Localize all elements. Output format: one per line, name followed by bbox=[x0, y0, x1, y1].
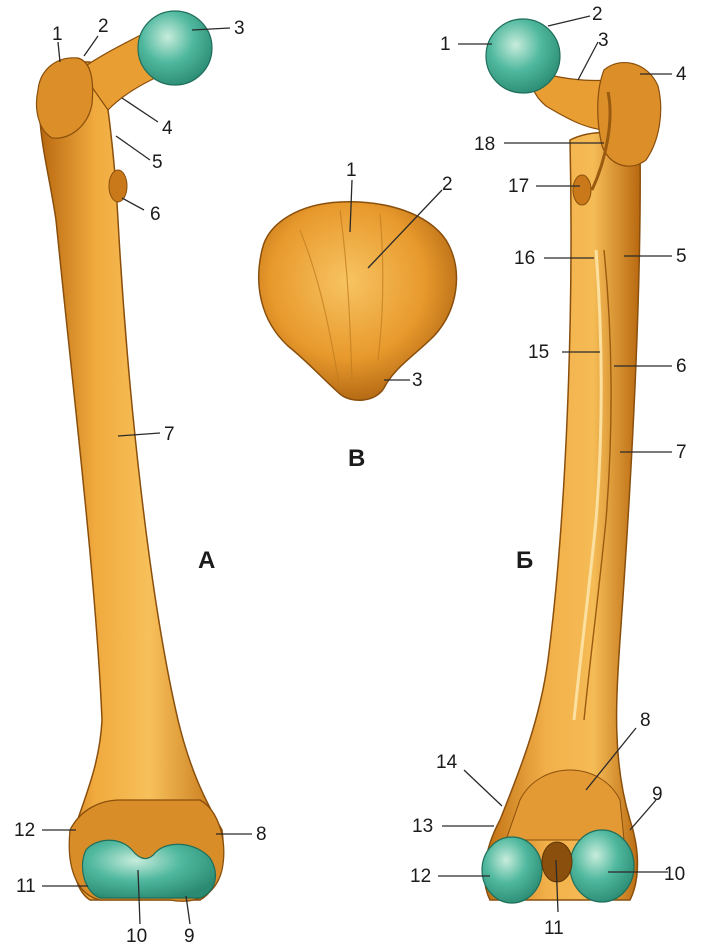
label-a-2: 2 bbox=[98, 16, 109, 37]
panel-letter-v: В bbox=[348, 445, 365, 472]
label-b-8: 8 bbox=[640, 710, 651, 731]
femur-a-lesser-trochanter bbox=[109, 170, 127, 202]
label-v-3: 3 bbox=[412, 370, 423, 391]
femur-b-head bbox=[486, 19, 560, 93]
label-b-12: 12 bbox=[410, 866, 431, 887]
label-b-14: 14 bbox=[436, 752, 458, 773]
label-b-17: 17 bbox=[508, 176, 529, 197]
label-b-7: 7 bbox=[676, 442, 687, 463]
femur-b-lesser-trochanter bbox=[573, 175, 591, 205]
panel-letter-b: Б bbox=[516, 547, 533, 574]
label-b-5: 5 bbox=[676, 246, 687, 267]
femur-a-shaft bbox=[40, 62, 223, 900]
label-a-7: 7 bbox=[164, 424, 175, 445]
label-v-1: 1 bbox=[346, 160, 357, 181]
label-b-6: 6 bbox=[676, 356, 687, 377]
label-a-10: 10 bbox=[126, 926, 147, 946]
patella-view bbox=[259, 180, 457, 400]
femur-anterior-view bbox=[37, 11, 224, 901]
label-a-3: 3 bbox=[234, 18, 245, 39]
panel-letter-a: А bbox=[198, 547, 215, 574]
label-b-2: 2 bbox=[592, 4, 603, 25]
label-b-15: 15 bbox=[528, 342, 549, 363]
femur-posterior-view bbox=[482, 19, 661, 903]
patella bbox=[259, 202, 457, 400]
femur-b-medial-condyle bbox=[482, 837, 542, 903]
label-b-13: 13 bbox=[412, 816, 433, 837]
femur-a-head bbox=[138, 11, 212, 85]
label-b-1: 1 bbox=[440, 34, 451, 55]
label-a-6: 6 bbox=[150, 204, 161, 225]
femur-b-greater-trochanter bbox=[598, 63, 661, 167]
label-b-18: 18 bbox=[474, 134, 495, 155]
label-b-10: 10 bbox=[664, 864, 685, 885]
label-b-16: 16 bbox=[514, 248, 535, 269]
label-a-1: 1 bbox=[52, 24, 63, 45]
label-a-9: 9 bbox=[184, 926, 195, 946]
femur-b-lateral-condyle bbox=[570, 830, 634, 902]
label-a-11: 11 bbox=[16, 876, 36, 897]
label-a-8: 8 bbox=[256, 824, 267, 845]
panel-letters: А Б В bbox=[198, 445, 533, 574]
label-v-2: 2 bbox=[442, 174, 453, 195]
label-b-11: 11 bbox=[544, 918, 564, 939]
label-a-4: 4 bbox=[162, 118, 173, 139]
label-b-3: 3 bbox=[598, 30, 609, 51]
label-b-9: 9 bbox=[652, 784, 663, 805]
label-b-4: 4 bbox=[676, 64, 687, 85]
label-a-12: 12 bbox=[14, 820, 35, 841]
label-a-5: 5 bbox=[152, 152, 163, 173]
